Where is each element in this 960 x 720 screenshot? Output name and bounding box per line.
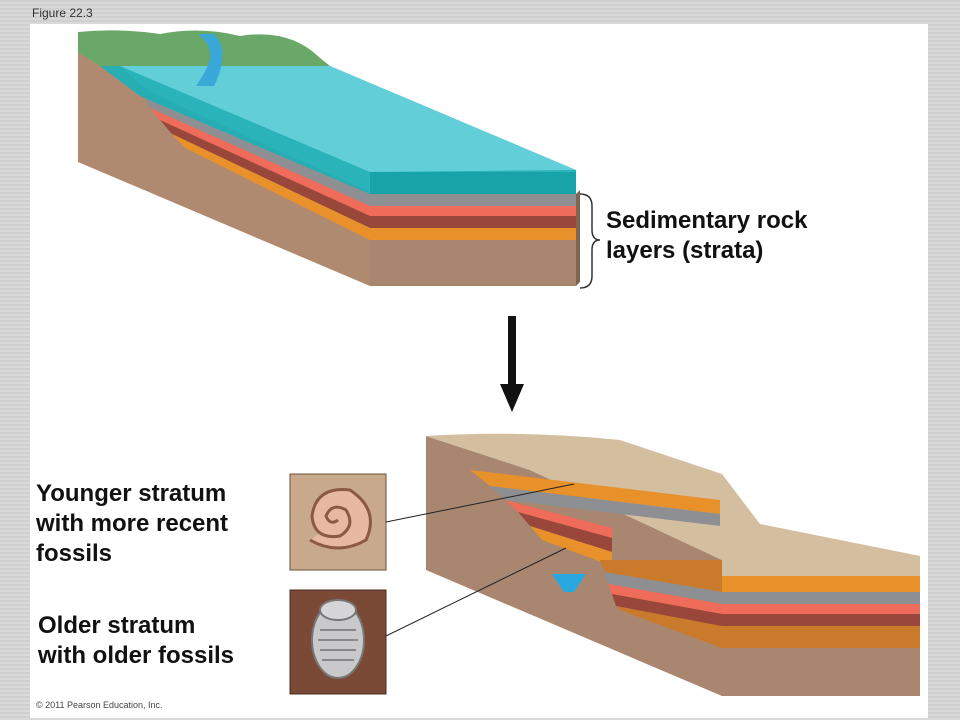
younger-stratum-callout: Younger stratum with more recent fossils bbox=[36, 479, 276, 569]
front-layer-salmon bbox=[370, 206, 576, 216]
older-callout-line-2: with older fossils bbox=[38, 642, 235, 669]
right-front-salmon bbox=[722, 604, 920, 614]
older-callout-line-1: Older stratum bbox=[38, 612, 196, 639]
mid-layer-salmon bbox=[608, 584, 722, 614]
right-front-sand bbox=[722, 560, 920, 576]
right-front-orange-lower bbox=[722, 626, 920, 648]
front-layer-orange bbox=[370, 228, 576, 240]
strata-callout-line-2: layers (strata) bbox=[606, 237, 764, 264]
canyon-stream bbox=[552, 574, 586, 592]
front-layer-gray bbox=[370, 194, 576, 206]
canyon-band-orange-upper bbox=[470, 470, 720, 514]
ammonite-fossil-icon bbox=[309, 488, 372, 550]
canyon-band-gray bbox=[490, 486, 720, 526]
older-stratum-callout: Older stratum with older fossils bbox=[38, 611, 278, 671]
trilobite-fossil-icon bbox=[311, 599, 365, 679]
right-front-brown bbox=[722, 614, 920, 626]
older-fossil-box bbox=[289, 589, 387, 695]
right-front-gray bbox=[722, 592, 920, 604]
side-band-brown bbox=[160, 120, 370, 228]
younger-callout-line-1: Younger stratum bbox=[36, 480, 227, 507]
copyright-notice: © 2011 Pearson Education, Inc. bbox=[36, 700, 163, 710]
river bbox=[196, 34, 223, 86]
side-band-orange bbox=[172, 134, 370, 240]
mid-layer-brown bbox=[612, 594, 722, 626]
right-front-orange bbox=[722, 576, 920, 592]
coastal-hills bbox=[78, 30, 330, 66]
top-block-right-edge bbox=[576, 190, 580, 286]
younger-fossil-box bbox=[289, 473, 387, 571]
side-band-salmon bbox=[150, 108, 370, 216]
sea-surface bbox=[120, 66, 576, 172]
canyon-band-orange-lower bbox=[530, 526, 612, 566]
top-block bbox=[78, 30, 580, 286]
front-layer-base bbox=[370, 240, 576, 286]
figure-label: Figure 22.3 bbox=[32, 6, 93, 20]
sea-front-face bbox=[370, 172, 576, 194]
right-front-base bbox=[722, 648, 920, 696]
bottom-block bbox=[426, 433, 920, 696]
strata-callout: Sedimentary rock layers (strata) bbox=[606, 206, 866, 266]
strata-bracket bbox=[579, 193, 601, 289]
strata-callout-line-1: Sedimentary rock bbox=[606, 207, 808, 234]
front-layer-brown bbox=[370, 216, 576, 228]
younger-leader-line bbox=[385, 483, 575, 523]
canyon-band-brown bbox=[518, 512, 612, 552]
younger-callout-line-2: with more recent bbox=[36, 510, 229, 537]
older-leader-line bbox=[385, 547, 567, 637]
bottom-side-face bbox=[426, 436, 722, 696]
mid-layer-gray bbox=[604, 572, 722, 604]
younger-callout-line-3: fossils bbox=[36, 540, 113, 567]
down-arrow-icon bbox=[500, 316, 524, 412]
canyon-band-salmon bbox=[505, 500, 612, 538]
